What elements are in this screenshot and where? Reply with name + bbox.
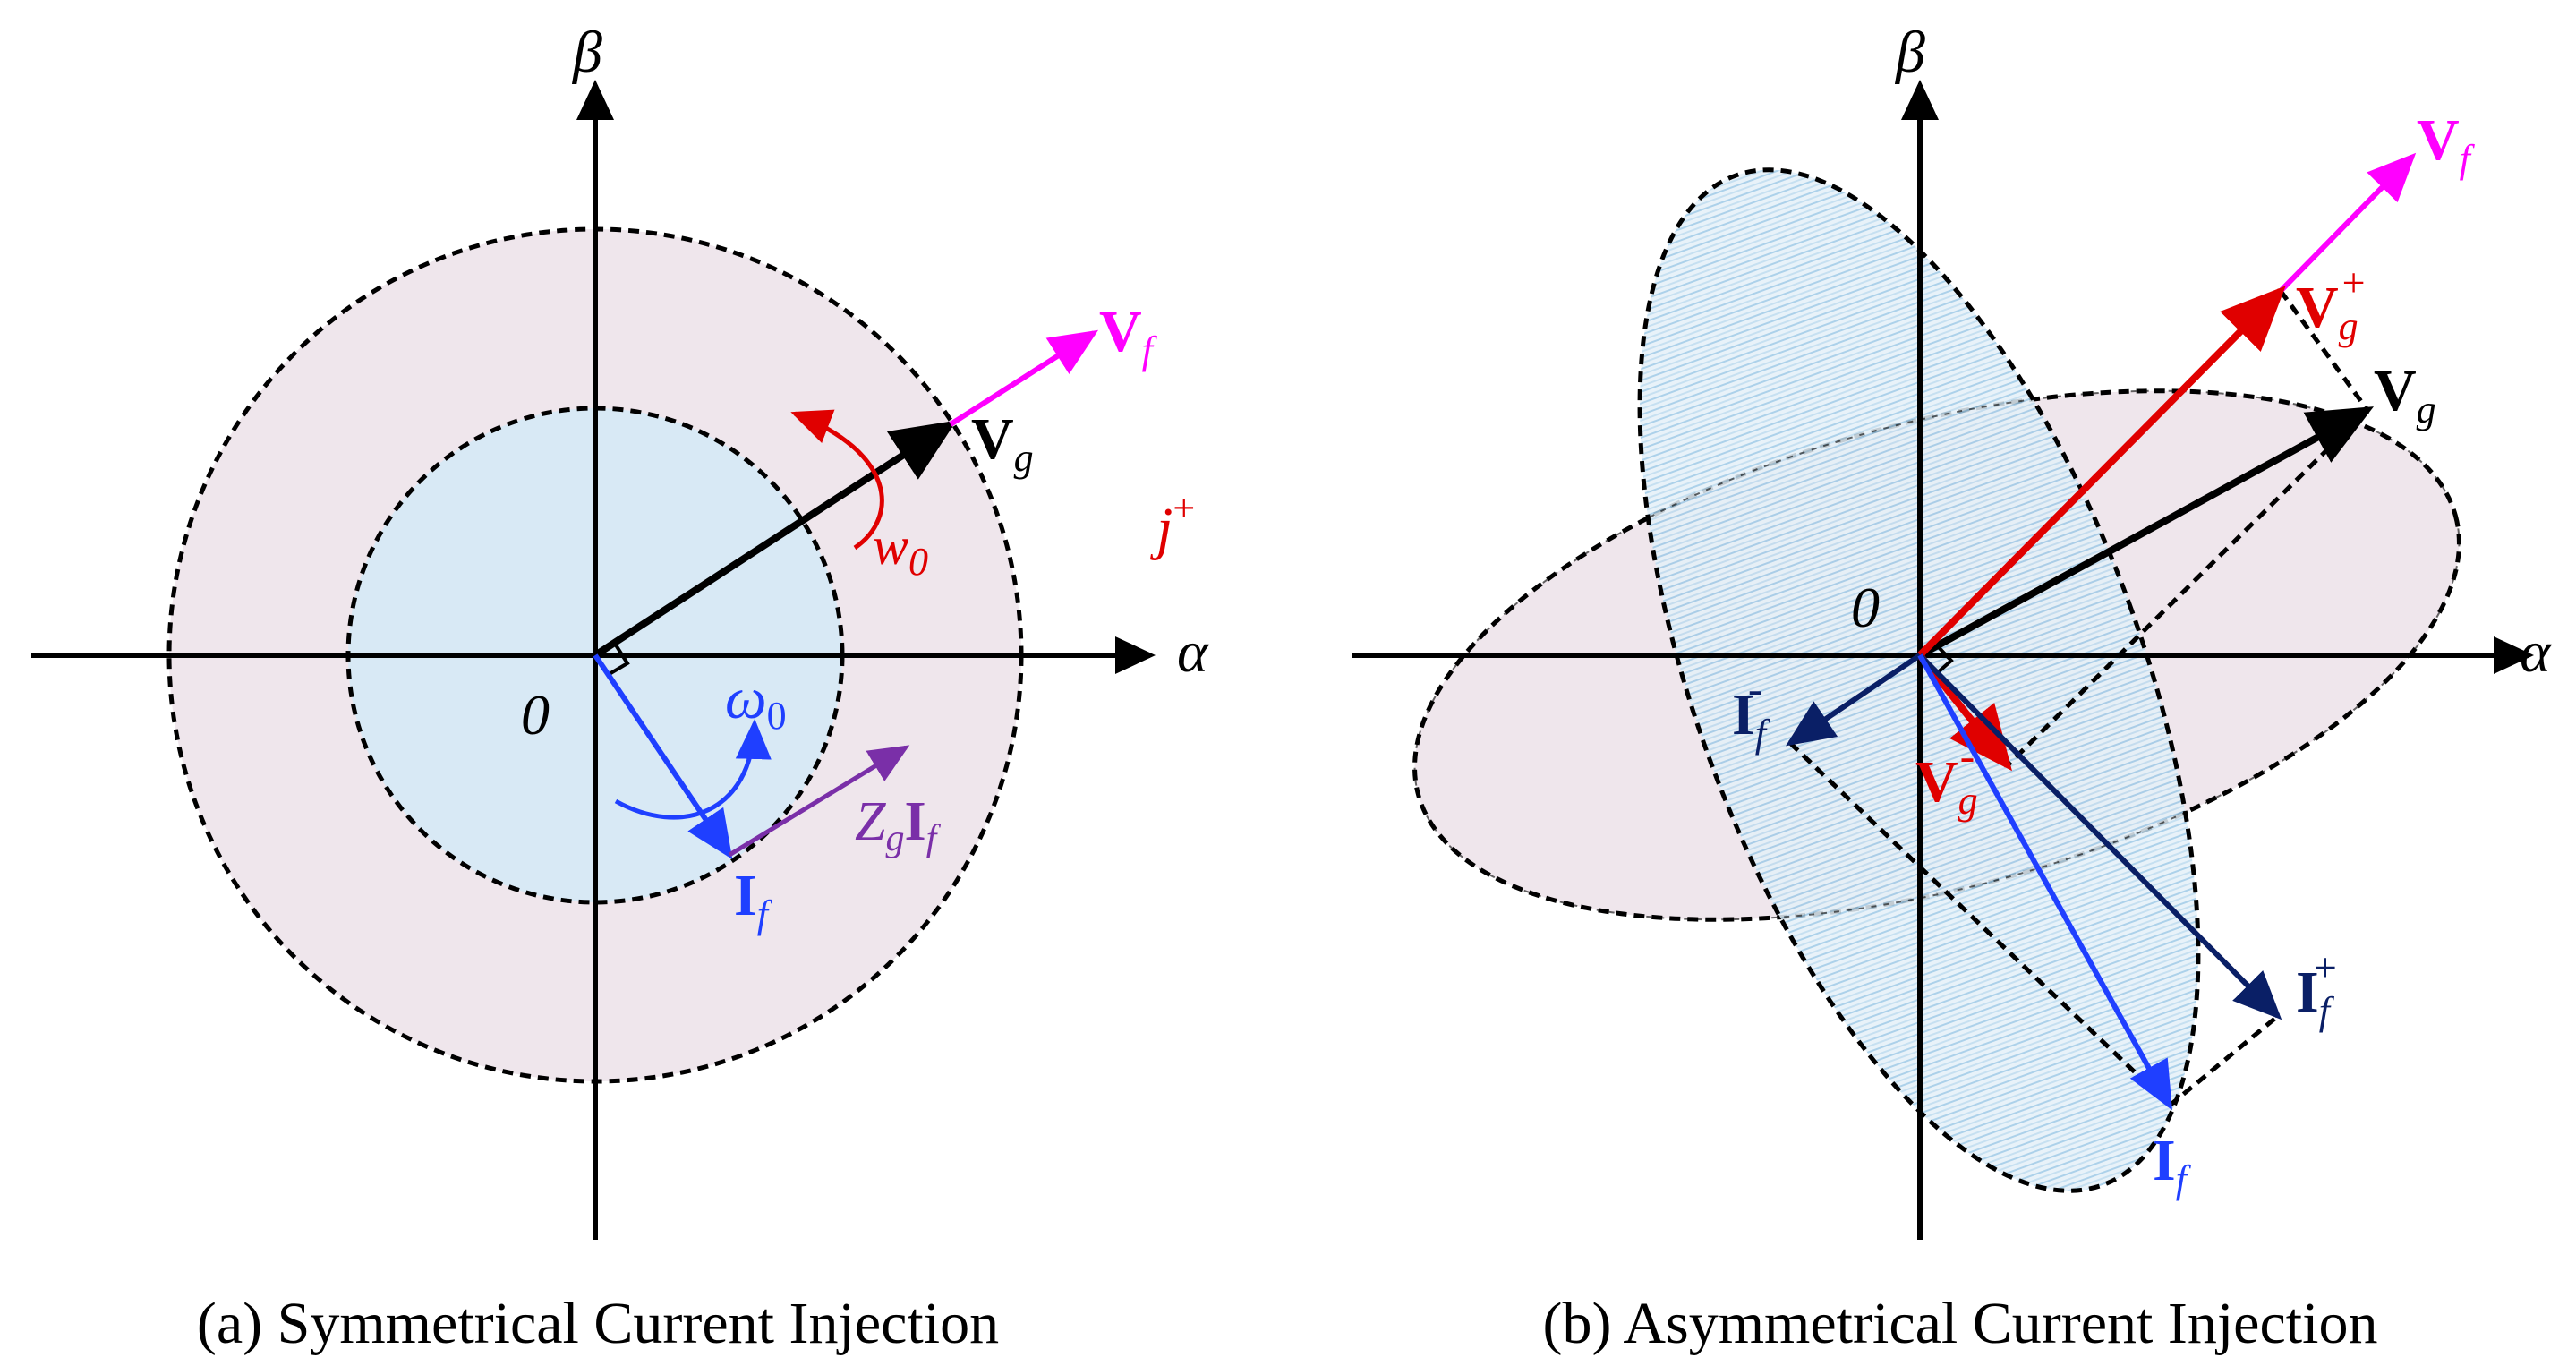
right-angle-marker: [606, 642, 630, 677]
origin-label-b: 0: [1851, 576, 1880, 639]
zgif-label: ZgIf: [855, 791, 942, 859]
origin-label-a: 0: [521, 683, 550, 747]
if-minus-vector: [1786, 653, 1922, 747]
if-vector-b: [1917, 653, 2172, 1111]
beta-label-a: β: [571, 20, 602, 85]
jplus-label: j+: [1149, 486, 1195, 561]
vg-plus-vector: [1917, 286, 2286, 658]
zgif-vector: [728, 745, 910, 858]
construction-lines: [1788, 289, 2370, 1107]
vg-vector: [593, 420, 957, 659]
right-angle-marker-b: [1934, 643, 1954, 675]
if-label-b: If: [2153, 1128, 2192, 1201]
w0-rotation-arrow: [790, 409, 884, 551]
beta-label-b: β: [1894, 20, 1925, 85]
panel-b: β α 0 Vf Vg+ Vg Vg- If- If+ If (b) Asymm…: [1352, 20, 2552, 1356]
panel-a: β α 0 Vf Vg w0 j+ ω0 If ZgIf (a) Symmetr…: [31, 20, 1209, 1356]
vg-minus-label: Vg-: [1915, 730, 1978, 823]
vf-label-b: Vf: [2417, 107, 2476, 181]
if-vector: [593, 653, 733, 859]
if-plus-vector: [1917, 653, 2282, 1020]
vg-plus-label: Vg+: [2296, 260, 2366, 348]
if-plus-label: If+: [2296, 944, 2337, 1033]
caption-a: (a) Symmetrical Current Injection: [197, 1291, 999, 1356]
w0-label: w0: [873, 517, 928, 584]
vf-label-a: Vf: [1099, 299, 1158, 372]
vg-label-b: Vg: [2374, 358, 2436, 431]
if-minus-label: If-: [1732, 663, 1771, 756]
vf-vector: [949, 329, 1099, 427]
omega0-label: ω0: [725, 666, 787, 738]
vg-label-a: Vg: [971, 406, 1034, 480]
omega0-rotation-arrow: [614, 719, 772, 820]
caption-b: (b) Asymmetrical Current Injection: [1543, 1291, 2378, 1356]
vf-vector-b: [2278, 152, 2417, 294]
vg-vector-b: [1918, 406, 2375, 659]
alpha-label-b: α: [2520, 619, 2552, 685]
alpha-label-a: α: [1177, 619, 1209, 685]
